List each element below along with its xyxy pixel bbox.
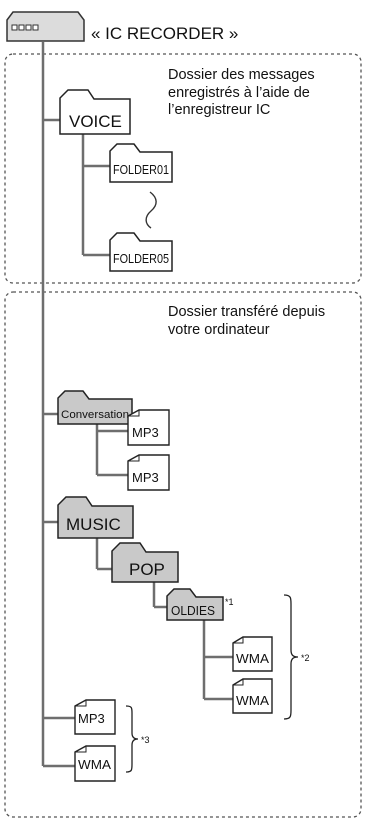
transfer-section-caption: Dossier transféré depuis votre ordinateu… — [168, 304, 325, 338]
svg-text:l’enregistreur IC: l’enregistreur IC — [168, 102, 270, 118]
svg-text:OLDIES: OLDIES — [171, 604, 215, 618]
group-bracket-icon — [125, 705, 139, 773]
svg-text:Conversation: Conversation — [61, 409, 129, 421]
svg-text:votre ordinateur: votre ordinateur — [168, 322, 270, 338]
ellipsis-squiggle-icon — [145, 191, 157, 229]
svg-text:MP3: MP3 — [132, 425, 159, 440]
root-files-note: *3 — [141, 735, 150, 745]
device-label: « IC RECORDER » — [91, 24, 238, 43]
oldies-folder: OLDIES — [166, 588, 224, 621]
ic-recorder-icon — [6, 11, 85, 42]
svg-text:VOICE: VOICE — [69, 112, 122, 131]
svg-text:MP3: MP3 — [132, 470, 159, 485]
music-folder: MUSIC — [57, 496, 134, 539]
svg-text:WMA: WMA — [236, 694, 270, 708]
file-wma: WMA — [232, 678, 273, 714]
voice-section-box — [4, 53, 362, 284]
svg-text:MP3: MP3 — [78, 711, 105, 726]
svg-text:WMA: WMA — [78, 758, 112, 772]
svg-text:WMA: WMA — [236, 652, 270, 666]
conversation-folder: Conversation — [57, 390, 133, 425]
oldies-files-note: *2 — [301, 653, 310, 663]
voice-folder: VOICE — [59, 89, 131, 135]
file-mp3: MP3 — [127, 454, 170, 491]
tree-connectors — [41, 42, 233, 768]
svg-text:Dossier des messages: Dossier des messages — [168, 67, 315, 83]
file-wma: WMA — [74, 745, 116, 782]
svg-text:Dossier transféré depuis: Dossier transféré depuis — [168, 304, 325, 320]
svg-text:FOLDER05: FOLDER05 — [113, 251, 169, 266]
svg-text:enregistrés à l’aide de: enregistrés à l’aide de — [168, 85, 310, 101]
file-mp3: MP3 — [74, 699, 116, 735]
file-mp3: MP3 — [127, 409, 170, 446]
svg-text:POP: POP — [129, 560, 165, 579]
voice-section-caption: Dossier des messages enregistrés à l’aid… — [168, 67, 315, 118]
svg-text:FOLDER01: FOLDER01 — [113, 162, 169, 177]
file-wma: WMA — [232, 636, 273, 672]
group-bracket-icon — [283, 594, 299, 720]
pop-folder: POP — [111, 542, 179, 583]
oldies-note: *1 — [225, 597, 234, 607]
svg-text:MUSIC: MUSIC — [66, 515, 121, 534]
folder01: FOLDER01 — [109, 143, 173, 183]
folder05: FOLDER05 — [109, 232, 173, 272]
transfer-section-box — [4, 291, 362, 818]
